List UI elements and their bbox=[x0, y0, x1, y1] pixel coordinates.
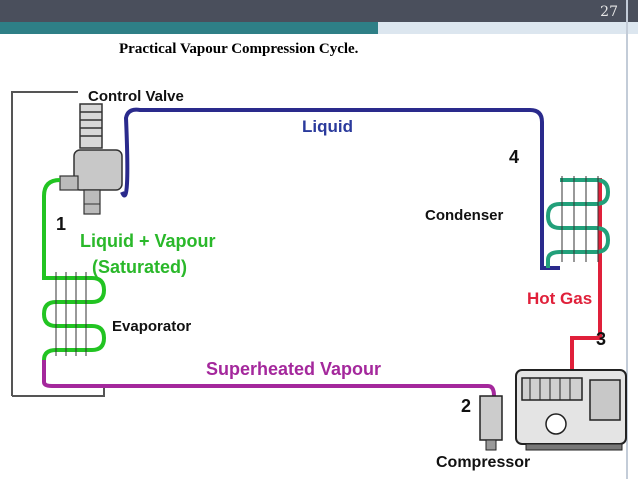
liquid-line bbox=[120, 107, 560, 270]
condenser-coil bbox=[545, 176, 611, 268]
label-saturated: (Saturated) bbox=[92, 257, 187, 277]
label-point-1: 1 bbox=[56, 214, 66, 234]
compressor bbox=[479, 369, 627, 451]
slide-accent-band-light bbox=[378, 22, 638, 34]
superheated-line bbox=[42, 360, 496, 404]
slide-frame-edge bbox=[626, 0, 628, 479]
label-superheated-vapour: Superheated Vapour bbox=[206, 359, 381, 379]
hot-gas-line bbox=[560, 178, 603, 370]
label-hot-gas: Hot Gas bbox=[527, 289, 592, 308]
slide-title: Practical Vapour Compression Cycle. bbox=[119, 41, 359, 57]
base-line bbox=[12, 388, 105, 397]
equalizer-line bbox=[11, 91, 78, 396]
mixture-line bbox=[42, 178, 61, 280]
label-point-4: 4 bbox=[509, 147, 519, 167]
slide-accent-band bbox=[0, 22, 378, 34]
label-liquid: Liquid bbox=[302, 117, 353, 136]
label-control-valve: Control Valve bbox=[88, 88, 184, 105]
control-valve bbox=[59, 103, 123, 215]
label-point-3: 3 bbox=[596, 329, 606, 349]
label-condenser: Condenser bbox=[425, 207, 504, 224]
label-point-2: 2 bbox=[461, 396, 471, 416]
evaporator-coil bbox=[41, 272, 107, 361]
label-compressor: Compressor bbox=[436, 454, 530, 471]
label-evaporator: Evaporator bbox=[112, 318, 191, 335]
page-number: 27 bbox=[600, 4, 618, 20]
label-liquid-vapour: Liquid + Vapour bbox=[80, 231, 216, 251]
